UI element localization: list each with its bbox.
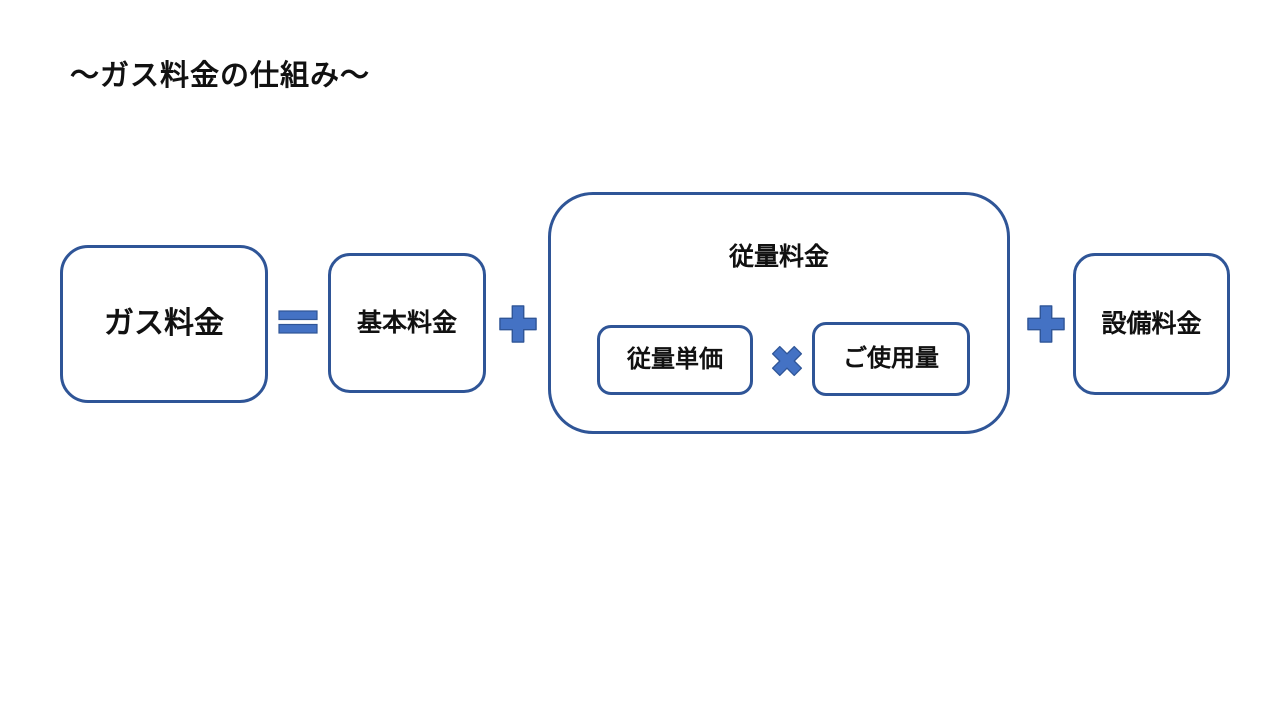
plus-operator-icon — [1027, 305, 1065, 343]
equipment-fee-label: 設備料金 — [1101, 309, 1202, 338]
gas-fee-box: ガス料金 — [60, 245, 268, 403]
basic-fee-box: 基本料金 — [328, 253, 486, 393]
page-title: ～ガス料金の仕組み～ — [70, 60, 371, 92]
usage-amount-box: ご使用量 — [812, 322, 970, 396]
equals-operator-icon — [278, 310, 318, 334]
unit-price-box: 従量単価 — [597, 325, 753, 395]
multiply-operator-icon — [770, 344, 804, 378]
plus-operator-icon — [499, 305, 537, 343]
basic-fee-label: 基本料金 — [356, 308, 457, 337]
volume-fee-group: 従量料金 従量単価 ご使用量 — [548, 192, 1010, 434]
equipment-fee-box: 設備料金 — [1073, 253, 1230, 395]
gas-fee-label: ガス料金 — [104, 307, 224, 340]
unit-price-label: 従量単価 — [627, 346, 723, 373]
usage-amount-label: ご使用量 — [843, 345, 939, 372]
volume-fee-title: 従量料金 — [728, 243, 829, 271]
